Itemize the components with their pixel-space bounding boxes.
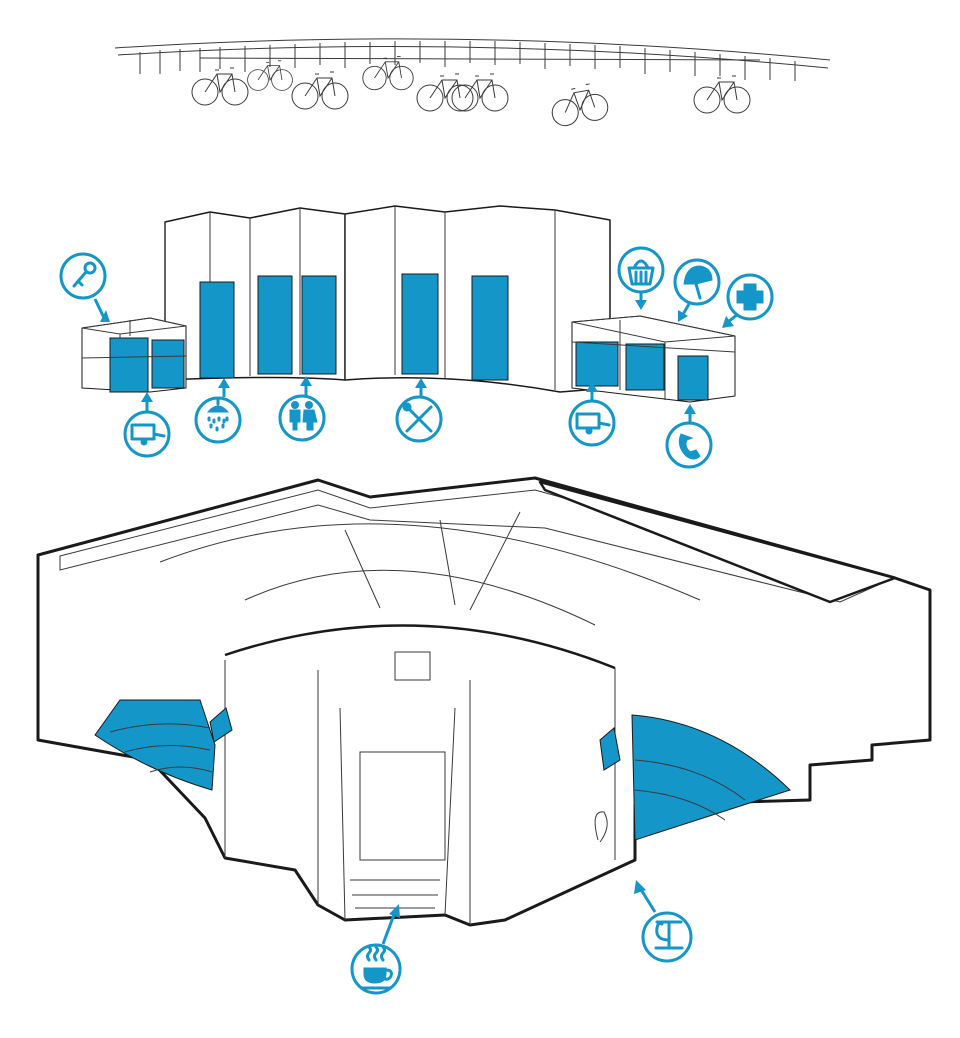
helmet-icon bbox=[673, 258, 721, 322]
floor-marking-left bbox=[94, 699, 216, 791]
repair-tools-icon bbox=[395, 378, 443, 443]
restroom-door-right bbox=[301, 275, 337, 375]
bicycle-pump-icon bbox=[634, 880, 693, 963]
coffee-icon bbox=[350, 904, 402, 995]
storage-door bbox=[471, 275, 509, 381]
shower-cabin-door bbox=[199, 281, 235, 379]
trailer-icon bbox=[123, 392, 171, 458]
key-icon bbox=[59, 252, 110, 322]
bike-sign bbox=[209, 707, 621, 771]
restroom-door-left bbox=[257, 275, 293, 375]
wall-pump-hose bbox=[594, 811, 608, 843]
repair-shop-door bbox=[401, 273, 439, 375]
basket-icon bbox=[617, 246, 665, 310]
central-cabins bbox=[164, 205, 611, 393]
lockers-right bbox=[571, 315, 736, 403]
floor-marking-right bbox=[631, 714, 791, 841]
lockers-left bbox=[81, 317, 187, 393]
station-building bbox=[36, 476, 932, 927]
restroom-icon bbox=[278, 376, 326, 442]
ceiling-bike-rack bbox=[114, 38, 831, 129]
shower-icon bbox=[194, 378, 242, 444]
hanging-bicycle bbox=[191, 55, 751, 129]
trailer-icon bbox=[568, 382, 616, 447]
first-aid-icon bbox=[722, 273, 774, 328]
phone-icon bbox=[665, 404, 713, 469]
